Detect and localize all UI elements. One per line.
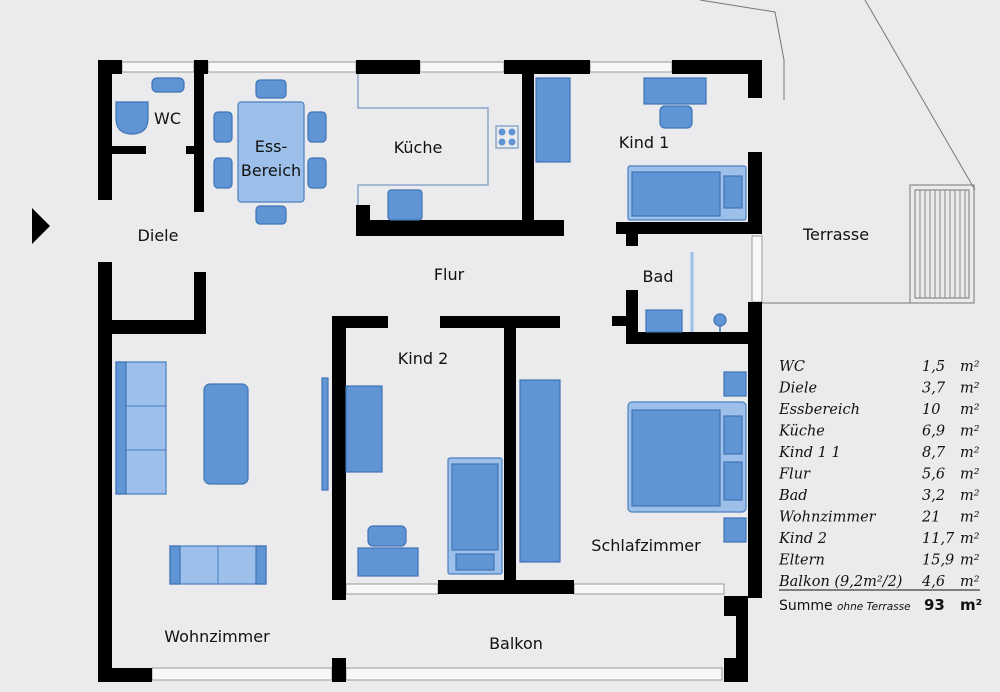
label-diele: Diele [138,226,179,245]
area-row-value: 10 [922,402,940,418]
area-row-value: 1,5 [922,359,945,375]
sum-label: Summe [779,598,833,614]
area-row-unit: m² [960,445,980,461]
site-outline [699,0,976,304]
area-row-value: 8,7 [922,445,946,461]
label-wohnzimmer: Wohnzimmer [164,627,270,646]
label-terrasse: Terrasse [802,225,869,244]
area-row-unit: m² [960,510,980,526]
area-table: WC 1,5 m² Diele 3,7 m² Essbereich 10 m² Küche 6,9 m… [778,359,982,614]
area-row-name: Flur [778,467,811,483]
windows [121,61,763,681]
entrance-arrow-icon [32,208,50,244]
kind2-desk [345,385,383,473]
area-row-name: Eltern [778,553,825,569]
label-kind1: Kind 1 [619,133,670,152]
walls [98,60,762,682]
area-row-name: Kind 1 1 [778,445,841,461]
toilet [115,101,149,135]
area-row-value: 11,7 [922,531,955,547]
label-wc: WC [154,109,181,128]
sum-note: ohne Terrasse [837,601,911,613]
area-row-value: 4,6 [921,574,945,590]
label-ess-1: Ess- [255,137,288,156]
dining-table [237,101,305,203]
label-schlafzimmer: Schlafzimmer [591,536,701,555]
kitchen-fridge [387,189,423,221]
wc-sink [151,77,185,93]
area-row-unit: m² [960,424,980,440]
area-row-name: Küche [778,424,825,440]
label-flur: Flur [434,265,465,284]
bedroom-wardrobe [519,379,561,563]
area-row-unit: m² [960,467,980,483]
area-row-name: WC [779,359,805,375]
area-row-value: 3,2 [922,488,945,504]
room-labels: WC Ess- Bereich Küche Kind 1 Diele Terra… [138,109,870,653]
area-row-unit: m² [960,488,980,504]
living-table [203,383,249,485]
area-row-unit: m² [960,402,980,418]
area-row-unit: m² [960,381,980,397]
area-row-value: 15,9 [922,553,954,569]
label-ess-2: Bereich [241,161,301,180]
area-row-value: 3,7 [922,381,946,397]
area-row-name: Kind 2 [778,531,827,547]
area-row-name: Diele [778,381,817,397]
label-balkon: Balkon [489,634,543,653]
area-row-name: Wohnzimmer [779,510,877,526]
sum-unit: m² [960,596,982,614]
terrace-stairs [909,184,975,304]
kitchen-counter [357,74,489,205]
bath-sink [645,309,683,333]
kind1-wardrobe [535,77,571,163]
area-row-name: Essbereich [778,402,860,418]
area-row-name: Bad [778,488,808,504]
area-row-unit: m² [960,531,980,547]
area-row-unit: m² [960,574,980,590]
area-row-unit: m² [960,359,980,375]
area-row-name: Balkon (9,2m²/2) [778,574,902,590]
label-bad: Bad [643,267,674,286]
area-row-value: 21 [921,510,940,526]
label-kueche: Küche [394,138,443,157]
area-row-value: 6,9 [922,424,945,440]
furniture [115,74,747,585]
area-row-value: 5,6 [922,467,945,483]
label-kind2: Kind 2 [398,349,449,368]
sum-value: 93 [924,596,945,614]
area-row-unit: m² [960,553,980,569]
